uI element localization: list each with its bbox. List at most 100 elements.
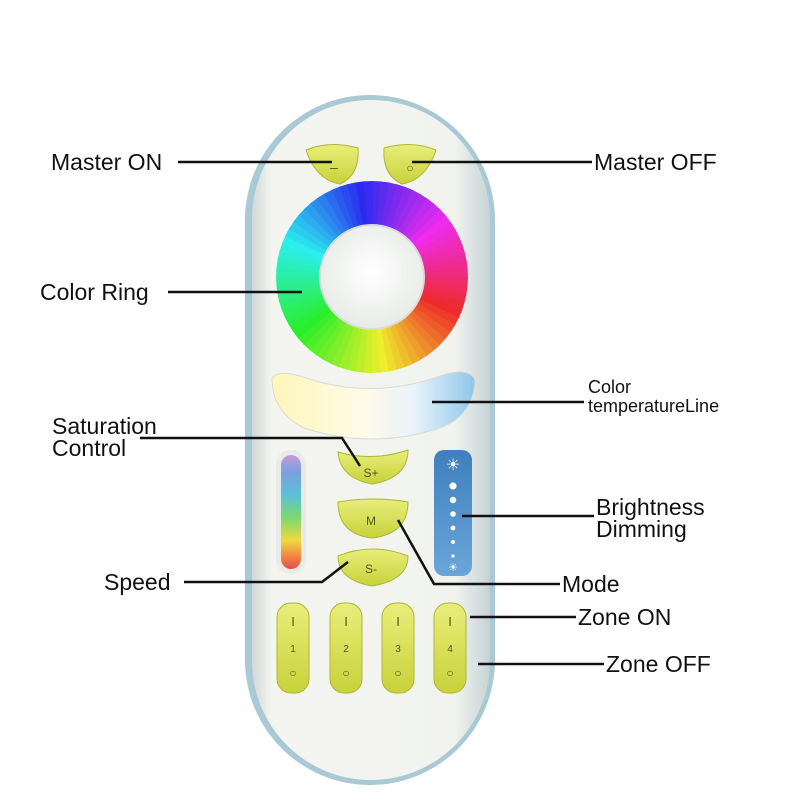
brightness-dot <box>449 496 457 504</box>
zone-button-shape <box>433 602 467 694</box>
color-ring-segment <box>297 308 337 345</box>
color-ring-segment <box>392 320 420 365</box>
mode-leader <box>396 519 560 586</box>
color-ring-segment <box>292 305 334 339</box>
leader-lines <box>140 160 604 666</box>
brightness-line-2: Dimming <box>596 516 687 542</box>
color-ring-segment <box>293 214 335 249</box>
color-ring-segment <box>372 181 382 228</box>
color-ring-segment <box>410 215 452 249</box>
color-ring-segment <box>310 197 344 239</box>
master-off-button[interactable]: ○ <box>383 144 437 185</box>
color-ring-segment <box>389 186 414 232</box>
color-ring-segment <box>388 322 413 368</box>
color-ring-segment <box>396 317 428 361</box>
brightness-dots <box>449 482 457 558</box>
brightness-dot <box>449 482 457 490</box>
color-ring-segment <box>403 312 440 352</box>
color-ring-segment <box>376 181 390 228</box>
color-ring-segment <box>276 259 323 273</box>
zone-on-glyph: I <box>396 614 400 629</box>
color-ring-callout: Color Ring <box>40 279 149 305</box>
color-ring-segment <box>339 183 360 231</box>
color-ring-segment <box>420 252 467 269</box>
color-ring-segment <box>418 244 466 265</box>
master-on-callout: Master ON <box>51 149 163 175</box>
color-temperature-line-2: temperatureLine <box>588 396 720 416</box>
saturation-leader <box>140 436 362 467</box>
master-off-glyph: ○ <box>406 161 413 175</box>
zone-number: 3 <box>395 644 401 655</box>
brightness-dot <box>451 540 455 544</box>
zone-2-button[interactable]: I 2 ○ <box>329 602 363 694</box>
color-ring-segment <box>384 323 405 371</box>
color-ring-segment <box>281 293 327 318</box>
color-ring-segment <box>330 322 355 368</box>
zone-number: 1 <box>290 644 296 655</box>
color-ring-segment <box>362 326 372 373</box>
color-ring-segment <box>288 220 332 252</box>
color-ring-segment <box>354 326 368 373</box>
color-ring-segment <box>421 268 468 279</box>
master-on-button[interactable]: – <box>305 144 359 185</box>
color-ring-segment <box>347 182 364 229</box>
color-ring-segment <box>384 184 407 231</box>
saturation-up-label: S+ <box>363 466 378 480</box>
color-ring-segment <box>276 267 323 277</box>
color-ring-segment <box>277 285 324 302</box>
color-ring-segment <box>304 202 341 242</box>
color-ring-center <box>319 224 425 330</box>
zone-button-shape <box>329 602 363 694</box>
zone-number: 2 <box>343 644 349 655</box>
color-ring-segment <box>415 229 460 257</box>
color-temperature-line[interactable] <box>271 371 476 440</box>
zone-on-glyph: I <box>344 614 348 629</box>
color-ring-segment <box>303 311 340 351</box>
zone-on-glyph: I <box>291 614 295 629</box>
color-ring-segment <box>279 242 326 265</box>
color-ring-segment <box>288 301 332 333</box>
color-ring-segment <box>421 281 468 295</box>
color-ring-segment <box>284 227 330 256</box>
speed-down-button[interactable]: S- <box>337 548 409 587</box>
color-ring-segment <box>337 323 360 370</box>
color-ring-segment <box>277 250 324 269</box>
color-ring-segment <box>309 314 344 356</box>
zone-3-button[interactable]: I 3 ○ <box>381 602 415 694</box>
color-ring-segment <box>380 325 397 372</box>
brightness-dot <box>450 511 456 517</box>
color-temperature-line-1: Color <box>588 377 632 397</box>
zone-button-shape <box>381 602 415 694</box>
saturation-callout: Saturation Control <box>52 413 157 460</box>
color-ring-segment <box>421 277 468 287</box>
speed-leader <box>184 561 349 584</box>
zone-1-button[interactable]: I1○ <box>276 602 310 694</box>
zone-off-glyph: ○ <box>342 666 349 680</box>
mode-label: M <box>366 514 376 528</box>
zone-buttons: I1○I2○I3○I4○ <box>276 602 467 694</box>
color-ring-segment <box>281 235 327 260</box>
color-ring-segment <box>345 325 364 372</box>
color-ring-segment <box>407 209 447 246</box>
color-ring-segment <box>409 305 451 340</box>
color-ring-segment <box>315 317 347 361</box>
zone-4-button[interactable]: I4○ <box>433 602 467 694</box>
brightness-callout: Brightness Dimming <box>596 494 705 542</box>
color-ring-segment <box>414 298 460 327</box>
color-ring[interactable] <box>276 181 468 373</box>
brightness-dot <box>450 525 456 531</box>
color-ring-segment <box>417 236 463 261</box>
saturation-strip[interactable] <box>281 455 301 569</box>
color-ring-segment <box>331 186 356 232</box>
brightness-line-1: Brightness <box>596 494 705 520</box>
color-ring-segment <box>284 297 329 325</box>
saturation-line-1: Saturation <box>52 413 157 439</box>
brightness-high-icon: ☀ <box>446 457 460 474</box>
color-ring-segment <box>370 326 381 373</box>
color-ring-segment <box>404 203 441 243</box>
color-ring-segment <box>316 193 348 237</box>
zone-off-glyph: ○ <box>394 666 401 680</box>
color-ring-segment <box>418 289 465 312</box>
